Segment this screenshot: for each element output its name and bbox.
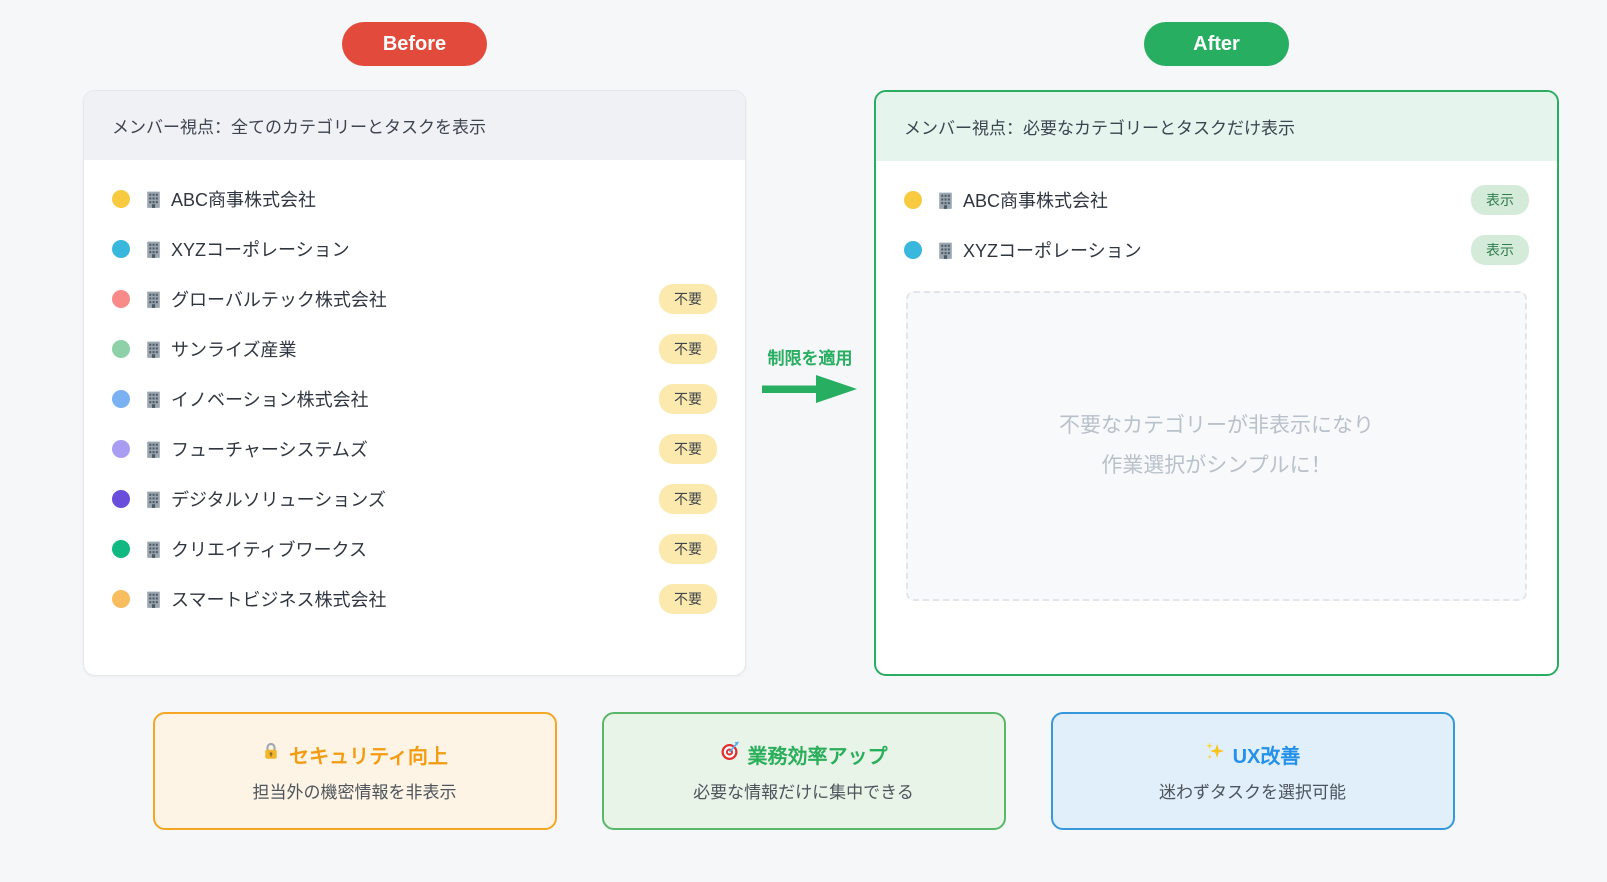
before-column: Before メンバー視点：全てのカテゴリーとタスクを表示 ABC商事株式会社 xyxy=(83,22,746,676)
status-badge: 不要 xyxy=(659,534,717,564)
category-name: ABC商事株式会社 xyxy=(171,190,317,210)
category-color-dot xyxy=(112,190,130,208)
building-icon xyxy=(935,240,956,261)
status-badge: 不要 xyxy=(659,334,717,364)
building-icon xyxy=(143,539,164,560)
after-column: After メンバー視点：必要なカテゴリーとタスクだけ表示 ABC商事株式会社 … xyxy=(874,22,1559,676)
status-badge: 表示 xyxy=(1471,185,1529,215)
category-row: スマートビジネス株式会社 不要 xyxy=(112,574,717,624)
status-badge: 表示 xyxy=(1471,235,1529,265)
benefits-row: セキュリティ向上 担当外の機密情報を非表示 業務効率アップ xyxy=(0,712,1607,830)
category-name: ABC商事株式会社 xyxy=(963,191,1109,211)
category-name: フューチャーシステムズ xyxy=(171,440,368,460)
category-name: クリエイティブワークス xyxy=(171,540,368,560)
status-badge: 不要 xyxy=(659,584,717,614)
before-panel: メンバー視点：全てのカテゴリーとタスクを表示 ABC商事株式会社 xyxy=(83,90,746,676)
building-icon xyxy=(935,190,956,211)
category-row: デジタルソリューションズ 不要 xyxy=(112,474,717,524)
status-badge: 不要 xyxy=(659,384,717,414)
building-icon xyxy=(143,189,164,210)
benefit-card-efficiency: 業務効率アップ 必要な情報だけに集中できる xyxy=(601,712,1006,830)
benefit-title: 業務効率アップ xyxy=(747,745,888,768)
placeholder-text-line: 作業選択がシンプルに！ xyxy=(1101,454,1332,477)
building-icon xyxy=(143,239,164,260)
sparkles-icon xyxy=(1205,741,1225,767)
category-name: XYZコーポレーション xyxy=(171,240,350,260)
building-icon xyxy=(143,339,164,360)
category-name: スマートビジネス株式会社 xyxy=(171,590,387,610)
after-panel: メンバー視点：必要なカテゴリーとタスクだけ表示 ABC商事株式会社 表示 xyxy=(874,90,1559,676)
category-color-dot xyxy=(112,390,130,408)
building-icon xyxy=(143,289,164,310)
transition-label: 制限を適用 xyxy=(767,349,853,368)
category-color-dot xyxy=(904,241,922,259)
benefit-title-row: 業務効率アップ xyxy=(720,740,888,769)
status-badge: 不要 xyxy=(659,434,717,464)
status-badge: 不要 xyxy=(659,484,717,514)
building-icon xyxy=(143,489,164,510)
category-row: XYZコーポレーション xyxy=(112,224,717,274)
category-color-dot xyxy=(112,590,130,608)
category-color-dot xyxy=(112,340,130,358)
lock-icon xyxy=(261,741,281,767)
category-color-dot xyxy=(112,290,130,308)
building-icon xyxy=(143,389,164,410)
building-icon xyxy=(143,439,164,460)
after-badge: After xyxy=(1144,22,1289,66)
right-arrow-icon xyxy=(762,375,857,403)
category-name: サンライズ産業 xyxy=(171,340,297,360)
status-badge: 不要 xyxy=(659,284,717,314)
category-row: サンライズ産業 不要 xyxy=(112,324,717,374)
category-row: XYZコーポレーション 表示 xyxy=(904,225,1529,275)
category-name: デジタルソリューションズ xyxy=(171,490,386,510)
category-color-dot xyxy=(112,490,130,508)
benefit-title: セキュリティ向上 xyxy=(289,745,448,768)
benefit-card-ux: UX改善 迷わずタスクを選択可能 xyxy=(1050,712,1455,830)
benefit-title: UX改善 xyxy=(1232,745,1301,768)
category-row: クリエイティブワークス 不要 xyxy=(112,524,717,574)
category-name: XYZコーポレーション xyxy=(963,241,1142,261)
benefit-title-row: セキュリティ向上 xyxy=(261,740,448,769)
category-name: イノベーション株式会社 xyxy=(171,390,369,410)
category-color-dot xyxy=(112,240,130,258)
category-name: グローバルテック株式会社 xyxy=(171,290,387,310)
placeholder-text-line: 不要なカテゴリーが非表示になり xyxy=(1059,414,1374,438)
after-panel-header: メンバー視点：必要なカテゴリーとタスクだけ表示 xyxy=(876,92,1557,161)
category-row: グローバルテック株式会社 不要 xyxy=(112,274,717,324)
category-row: ABC商事株式会社 表示 xyxy=(904,175,1529,225)
category-color-dot xyxy=(904,191,922,209)
category-color-dot xyxy=(112,440,130,458)
category-row: イノベーション株式会社 不要 xyxy=(112,374,717,424)
after-panel-body: ABC商事株式会社 表示 XYZコーポレーション 表示 不要なカテゴリーが非表示… xyxy=(876,161,1557,625)
transition-block: 制限を適用 xyxy=(746,344,874,405)
benefit-title-row: UX改善 xyxy=(1205,740,1301,769)
benefit-card-security: セキュリティ向上 担当外の機密情報を非表示 xyxy=(152,712,557,830)
category-row: ABC商事株式会社 xyxy=(112,174,717,224)
category-row: フューチャーシステムズ 不要 xyxy=(112,424,717,474)
comparison-area: Before メンバー視点：全てのカテゴリーとタスクを表示 ABC商事株式会社 xyxy=(83,22,1559,676)
before-panel-header: メンバー視点：全てのカテゴリーとタスクを表示 xyxy=(84,91,745,160)
before-category-list: ABC商事株式会社 XYZコーポレーション xyxy=(84,160,745,648)
benefit-subtitle: 担当外の機密情報を非表示 xyxy=(252,782,457,802)
building-icon xyxy=(143,589,164,610)
after-category-list: ABC商事株式会社 表示 XYZコーポレーション 表示 xyxy=(904,175,1529,275)
category-color-dot xyxy=(112,540,130,558)
before-badge: Before xyxy=(342,22,487,66)
benefit-subtitle: 迷わずタスクを選択可能 xyxy=(1159,782,1346,802)
target-icon xyxy=(720,741,740,767)
benefit-subtitle: 必要な情報だけに集中できる xyxy=(693,782,914,802)
hidden-categories-placeholder: 不要なカテゴリーが非表示になり 作業選択がシンプルに！ xyxy=(906,291,1527,601)
